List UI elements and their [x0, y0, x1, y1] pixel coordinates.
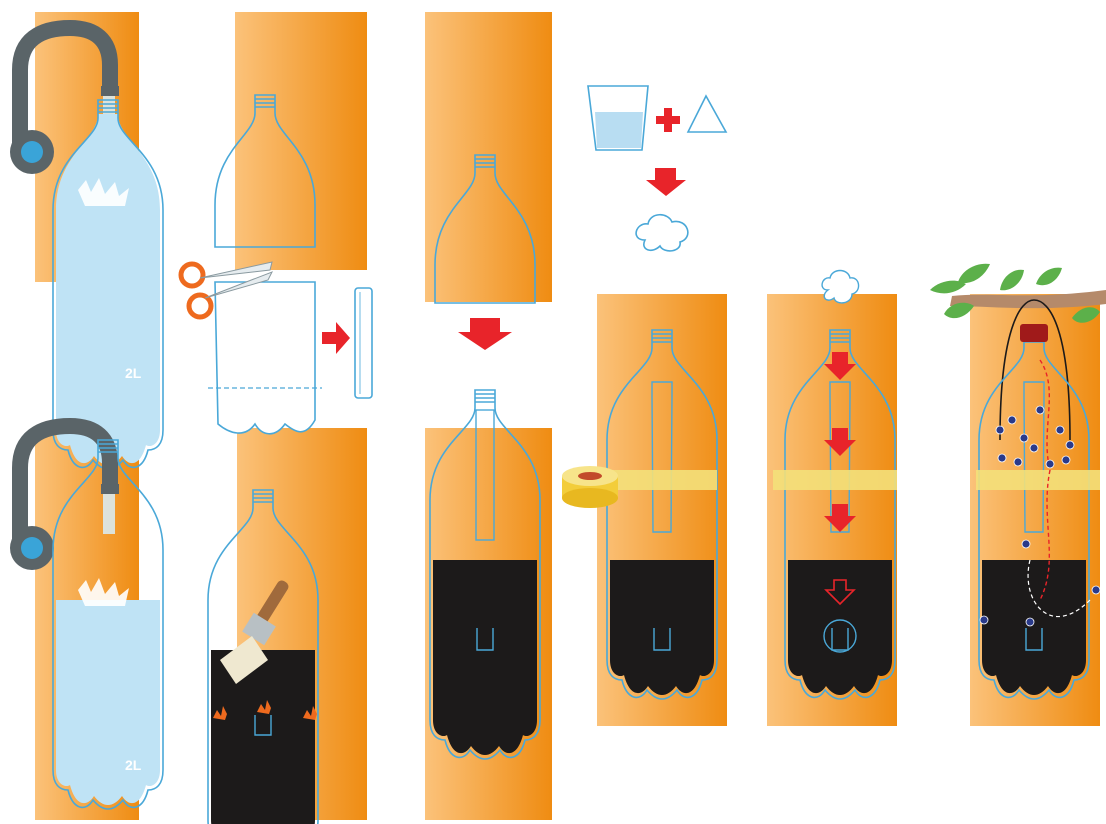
plastic-strip	[354, 287, 373, 399]
cup-icon	[587, 85, 649, 151]
branch-icon	[930, 263, 1106, 323]
bait-mixture-icon	[635, 213, 689, 252]
bottle-size-label-1: 2L	[125, 365, 142, 381]
step-insert-top	[429, 154, 541, 760]
wasp-path-in	[1039, 359, 1051, 601]
hanging-string	[999, 299, 1071, 441]
wasp-icons	[979, 405, 1101, 627]
step-cut-bottle	[178, 94, 373, 435]
arrow-down-icon-2	[824, 428, 856, 456]
bottle-bottom-piece	[214, 281, 316, 435]
step-fill-water-top: 2L	[10, 19, 164, 470]
panel-3a	[425, 12, 552, 302]
step-tape-join	[562, 329, 718, 700]
arrow-down-outline-icon	[824, 579, 856, 606]
paintbrush-icon	[220, 580, 289, 684]
arrow-right-icon	[322, 322, 350, 354]
bait-mixture-icon	[821, 269, 860, 304]
arrow-down-icon	[458, 318, 512, 350]
sugar-pile-icon	[686, 94, 728, 133]
tape-band	[605, 470, 717, 490]
step-fill-water-bottom: 2L	[10, 417, 164, 810]
panel-2a	[235, 12, 367, 270]
arrow-down-icon	[646, 168, 686, 196]
step-fill-bait	[773, 269, 897, 700]
tap-icon	[10, 417, 119, 570]
step-hang-trap	[930, 263, 1106, 700]
bottle-cap	[1020, 324, 1048, 342]
arrow-down-icon-1	[824, 352, 856, 380]
bottle-size-label-2: 2L	[125, 757, 142, 773]
step-paint-bottom	[207, 489, 319, 824]
step-mix-bait	[587, 85, 728, 252]
tap-icon	[10, 19, 119, 174]
background-panels	[35, 12, 1100, 820]
arrow-down-icon-3	[824, 504, 856, 532]
wasp-path-out	[1027, 559, 1091, 618]
tape-roll-icon	[562, 466, 618, 508]
scissors-icon	[178, 261, 274, 320]
plus-icon	[656, 108, 680, 132]
